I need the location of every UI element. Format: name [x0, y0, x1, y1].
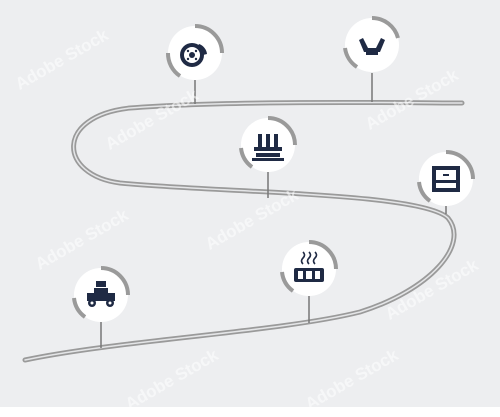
glove-box-icon: [432, 166, 460, 192]
car-seat-icon: [359, 38, 385, 55]
milestone-engine-heat: [280, 240, 338, 323]
milestone-vintage-car: [72, 266, 130, 348]
milestone-brake-disc: [165, 24, 224, 104]
factory-icon: [252, 134, 284, 161]
road-path-highlight: [24, 101, 463, 361]
milestone-car-seat: [343, 16, 400, 102]
milestone-glove-box: [417, 150, 475, 214]
milestone-factory: [239, 116, 297, 198]
brake-disc-icon: [180, 43, 207, 67]
stock-footer-bar: [0, 407, 500, 417]
vintage-car-icon: [87, 281, 115, 307]
engine-heat-icon: [294, 251, 324, 282]
